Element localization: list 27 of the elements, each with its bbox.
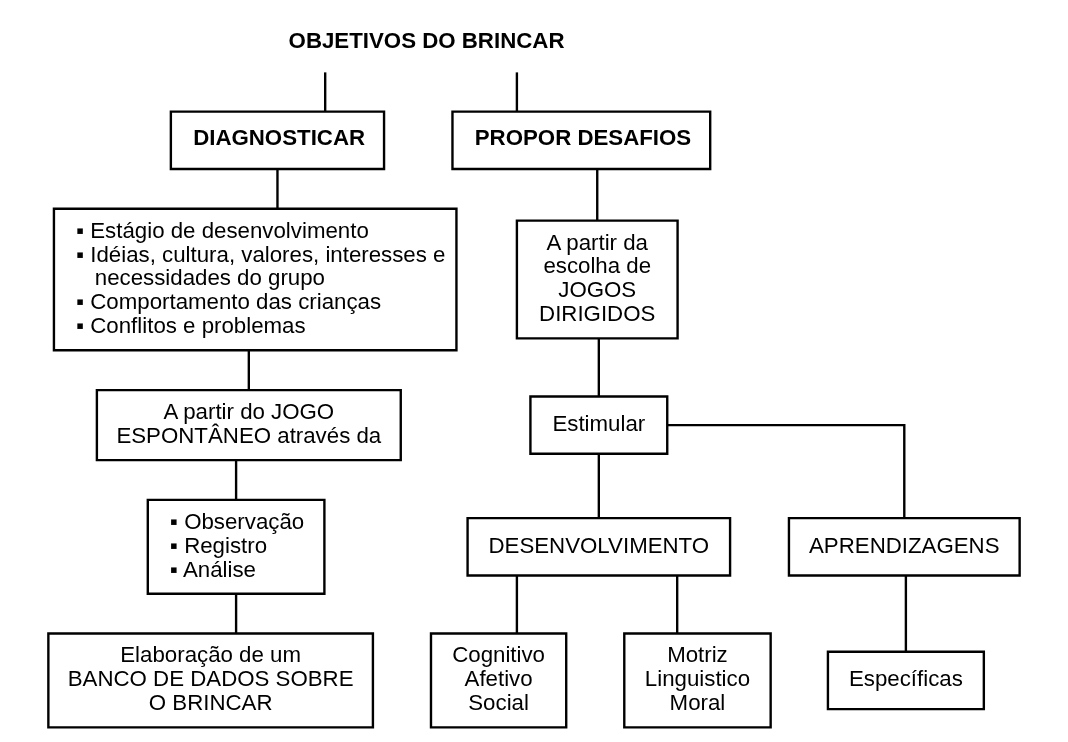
connector [515, 575, 519, 634]
connector [324, 72, 327, 112]
connector [676, 575, 679, 634]
connector [234, 594, 238, 634]
connector [234, 460, 238, 500]
node-box: Cognitivo Afetivo Social [429, 632, 568, 729]
connector [276, 169, 279, 209]
connector [247, 350, 250, 390]
connector [515, 72, 519, 112]
connector [597, 453, 601, 518]
node-box: Estimular [529, 395, 669, 455]
node-box: A partir da escolha de JOGOS DIRIGIDOS [515, 219, 679, 340]
node-box: ▪ Estágio de desenvolvimento ▪ Idéias, cultura, valores, interesses e necessidades do grupo ▪ Comportamento das crianças ▪ Conflitos e problemas [52, 207, 458, 352]
node-box: PROPOR DESAFIOS [451, 110, 712, 171]
node-box: APRENDIZAGENS [787, 516, 1021, 577]
node-box: Elaboração de um BANCO DE DADOS SOBRE O BRINCAR [47, 632, 375, 729]
node-box: Específicas [826, 650, 986, 711]
node-text: OBJETIVOS DO BRINCAR [288, 27, 565, 53]
node-box: ▪ Observação ▪ Registro ▪ Análise [146, 498, 326, 595]
node-box: Motriz Linguistico Moral [623, 632, 772, 729]
node-box: DIAGNOSTICAR [169, 110, 386, 171]
connector [596, 169, 599, 221]
connector [667, 423, 906, 518]
node-box: A partir do JOGO ESPONTÂNEO através da [95, 388, 402, 462]
connector [597, 338, 601, 397]
connector [904, 575, 908, 652]
node-box: DESENVOLVIMENTO [466, 516, 732, 577]
